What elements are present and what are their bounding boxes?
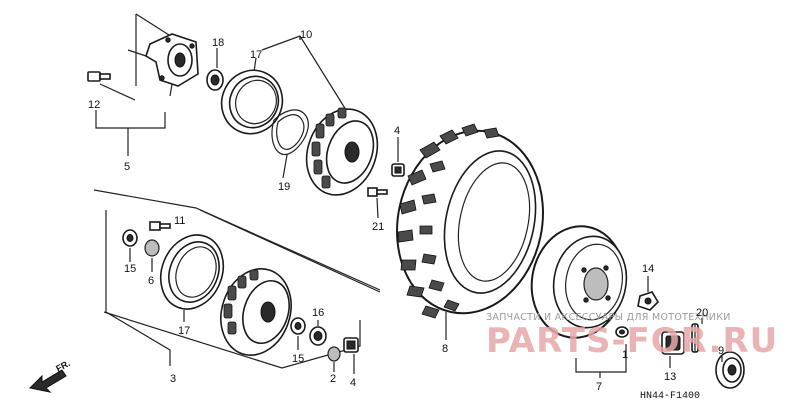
bolt-11: [149, 221, 171, 231]
callout-11: 11: [174, 215, 185, 227]
leader-lines-top: [95, 13, 399, 219]
callout-5: 5: [124, 161, 130, 173]
callout-numbers: 18 17 10 12 5 19 4 21 11 15 6 17 15 16 3…: [88, 29, 724, 393]
brake-drum-upper: [305, 107, 379, 196]
callout-17-lower: 17: [178, 325, 190, 337]
callout-19: 19: [278, 181, 290, 193]
collar-6: [144, 239, 160, 257]
callout-13: 13: [664, 371, 676, 383]
watermark-caption: ЗАПЧАСТИ И АКСЕССУАРЫ ДЛЯ МОТОТЕХНИКИ: [486, 312, 731, 323]
bolt-12: [87, 71, 111, 82]
bolt-21: [367, 187, 388, 197]
castle-nut-13: [661, 331, 685, 355]
leader-7: [575, 344, 627, 373]
callout-18: 18: [212, 37, 224, 49]
bearing-18: [206, 69, 224, 91]
callout-16: 16: [312, 307, 324, 319]
o-ring-19: [271, 109, 309, 156]
nut-4-lower: [343, 337, 359, 353]
tire-8: [396, 123, 544, 319]
callout-3: 3: [170, 373, 176, 385]
hub-cap-9: [715, 351, 745, 389]
leader-lines-lower: [93, 189, 381, 369]
seal-ring-17-lower: [159, 234, 225, 310]
collar-2: [327, 346, 341, 362]
diagram-code: HN44-F1400: [640, 391, 700, 402]
brake-drum-lower: [220, 268, 292, 356]
callout-17-upper: 17: [250, 49, 262, 61]
callout-9: 9: [718, 345, 724, 357]
callout-1: 1: [622, 349, 628, 361]
direction-label: FR.: [54, 358, 71, 374]
watermark-brand: PARTS-FOR.RU: [486, 321, 778, 361]
callout-4-upper: 4: [394, 125, 400, 137]
callout-21: 21: [372, 221, 384, 233]
front-direction-arrow-icon: [28, 369, 67, 393]
callout-10: 10: [300, 29, 312, 41]
bearing-16: [309, 326, 327, 346]
callout-20: 20: [696, 307, 708, 319]
hub-upper: [127, 33, 199, 97]
seal-ring-17-upper: [220, 69, 284, 135]
nut-15-right: [290, 317, 306, 335]
nut-15-left: [122, 229, 138, 247]
callout-7: 7: [596, 381, 602, 393]
callout-8: 8: [442, 343, 448, 355]
nut-14: [637, 291, 660, 311]
wheel-rim: [530, 225, 628, 339]
callout-15-right: 15: [292, 353, 304, 365]
callout-14: 14: [642, 263, 654, 275]
nut-4-upper: [391, 163, 405, 177]
cotter-pin-20: [691, 323, 699, 353]
callout-12: 12: [88, 99, 100, 111]
callout-6: 6: [148, 275, 154, 287]
callout-15-left: 15: [124, 263, 136, 275]
valve-stem-1: [615, 326, 629, 338]
callout-2: 2: [330, 373, 336, 385]
callout-4-lower: 4: [350, 377, 356, 389]
